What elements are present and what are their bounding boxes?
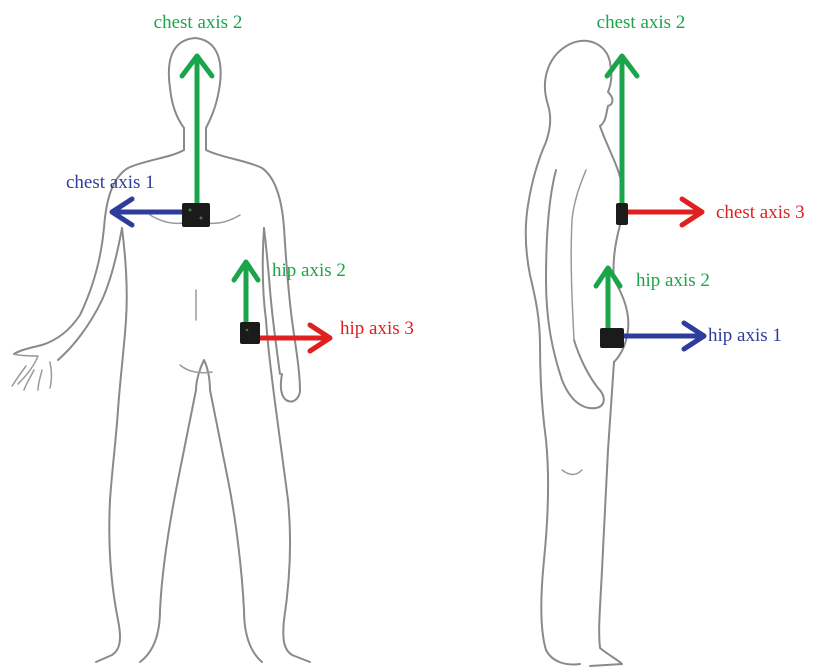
front-hip-axis-2-label: hip axis 2 — [272, 260, 346, 281]
side-hip-sensor — [600, 328, 624, 348]
side-body-outline — [526, 41, 629, 666]
side-chest-sensor — [616, 203, 628, 225]
front-hip-axis-2-arrow — [234, 262, 258, 326]
front-hip-axis-3-label: hip axis 3 — [340, 318, 414, 339]
side-chest-axis-2-label: chest axis 2 — [597, 12, 686, 33]
front-chest-axis-1-arrow — [112, 199, 190, 225]
front-chest-sensor — [182, 203, 210, 227]
front-hip-sensor — [240, 322, 260, 344]
side-chest-axis-3-arrow — [626, 199, 702, 225]
side-hip-axis-2-arrow — [596, 268, 620, 330]
side-chest-axis-3-label: chest axis 3 — [716, 202, 805, 223]
front-body-outline — [12, 38, 310, 662]
front-chest-axis-1-label: chest axis 1 — [66, 172, 155, 193]
side-hip-axis-1-arrow — [612, 323, 704, 349]
side-hip-axis-2-label: hip axis 2 — [636, 270, 710, 291]
side-hip-axis-1-label: hip axis 1 — [708, 325, 782, 346]
front-chest-axis-2-arrow — [182, 56, 212, 205]
front-chest-axis-2-label: chest axis 2 — [154, 12, 243, 33]
